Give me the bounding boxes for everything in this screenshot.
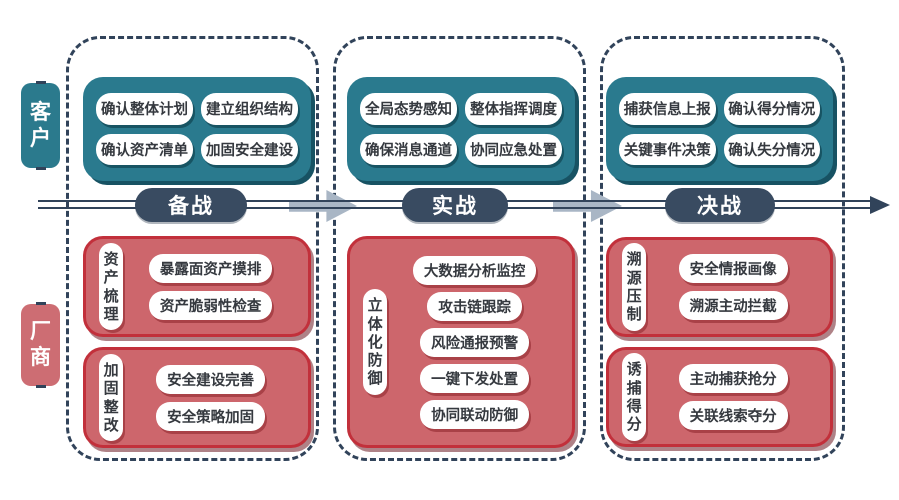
task-pill: 一键下发处置 — [420, 363, 530, 393]
task-pill: 风险通报预警 — [420, 327, 530, 357]
vendor-role-text: 厂商 — [29, 319, 51, 369]
phase-pill-final-text: 决战 — [697, 194, 743, 218]
customer-role-label: 客户 — [21, 83, 60, 168]
task-pill: 暴露面资产摸排 — [148, 253, 273, 283]
customer-box-battle: 全局态势感知 整体指挥调度 确保消息通道 协同应急处置 — [347, 77, 575, 181]
group-label: 加固整改 — [99, 353, 124, 442]
group-items: 暴露面资产摸排 资产脆弱性检查 — [123, 253, 298, 320]
task-pill: 捕获信息上报 — [619, 93, 716, 125]
frame-phase-battle — [333, 36, 586, 461]
task-pill: 关联线索夺分 — [678, 401, 788, 430]
task-pill: 确认得分情况 — [723, 93, 820, 125]
task-pill: 确认整体计划 — [96, 93, 193, 125]
task-pill: 安全情报画像 — [678, 254, 788, 283]
group-label: 立体化防御 — [363, 289, 388, 395]
group-label-text: 立体化防御 — [367, 296, 383, 388]
vendor-role-label: 厂商 — [21, 304, 60, 386]
task-pill: 确认资产清单 — [96, 133, 193, 165]
customer-role-text: 客户 — [29, 99, 51, 150]
phase-pill-preparation: 备战 — [135, 188, 247, 222]
customer-box-final: 捕获信息上报 确认得分情况 关键事件决策 确认失分情况 — [606, 77, 833, 181]
task-pill: 协同应急处置 — [465, 133, 562, 165]
task-pill: 建立组织结构 — [201, 93, 298, 125]
phase-pill-battle: 实战 — [402, 188, 508, 222]
task-pill: 全局态势感知 — [360, 93, 457, 125]
frame-phase-preparation — [66, 36, 319, 461]
group-items: 安全建设完善 安全策略加固 — [123, 364, 298, 431]
task-pill: 协同联动防御 — [420, 399, 530, 429]
group-label-text: 资产梳理 — [103, 249, 119, 323]
customer-box-preparation: 确认整体计划 建立组织结构 确认资产清单 加固安全建设 — [83, 77, 311, 181]
task-pill: 确认失分情况 — [723, 133, 820, 165]
frame-phase-final — [600, 36, 845, 461]
vendor-group-3d-defense: 立体化防御 大数据分析监控 攻击链跟踪 风险通报预警 一键下发处置 协同联动防御 — [347, 236, 575, 448]
phase-pill-preparation-text: 备战 — [168, 194, 214, 218]
group-items: 主动捕获抢分 关联线索夺分 — [646, 364, 820, 430]
timeline-arrowhead-icon — [870, 196, 890, 214]
group-label: 资产梳理 — [99, 242, 124, 331]
group-label: 溯源压制 — [622, 243, 647, 331]
group-label: 诱捕得分 — [622, 353, 647, 441]
task-pill: 安全策略加固 — [156, 401, 266, 431]
vendor-group-trace-suppression: 溯源压制 安全情报画像 溯源主动拦截 — [606, 237, 833, 337]
task-pill: 攻击链跟踪 — [427, 291, 522, 321]
phase-pill-battle-text: 实战 — [432, 194, 478, 218]
group-items: 安全情报画像 溯源主动拦截 — [646, 254, 820, 320]
task-pill: 资产脆弱性检查 — [148, 290, 273, 320]
group-items: 大数据分析监控 攻击链跟踪 风险通报预警 一键下发处置 协同联动防御 — [387, 255, 562, 429]
vendor-group-asset-combing: 资产梳理 暴露面资产摸排 资产脆弱性检查 — [83, 236, 311, 337]
task-pill: 加固安全建设 — [201, 133, 298, 165]
group-label-text: 加固整改 — [103, 360, 119, 434]
task-pill: 确保消息通道 — [360, 133, 457, 165]
task-pill: 整体指挥调度 — [465, 93, 562, 125]
task-pill: 溯源主动拦截 — [678, 291, 788, 320]
group-label-text: 溯源压制 — [626, 250, 642, 324]
task-pill: 主动捕获抢分 — [678, 364, 788, 393]
vendor-group-hardening: 加固整改 安全建设完善 安全策略加固 — [83, 347, 311, 448]
task-pill: 大数据分析监控 — [412, 255, 537, 285]
group-label-text: 诱捕得分 — [626, 360, 642, 434]
task-pill: 安全建设完善 — [156, 364, 266, 394]
phase-pill-final: 决战 — [665, 188, 775, 222]
task-pill: 关键事件决策 — [619, 133, 716, 165]
vendor-group-honeypot-scoring: 诱捕得分 主动捕获抢分 关联线索夺分 — [606, 347, 833, 447]
